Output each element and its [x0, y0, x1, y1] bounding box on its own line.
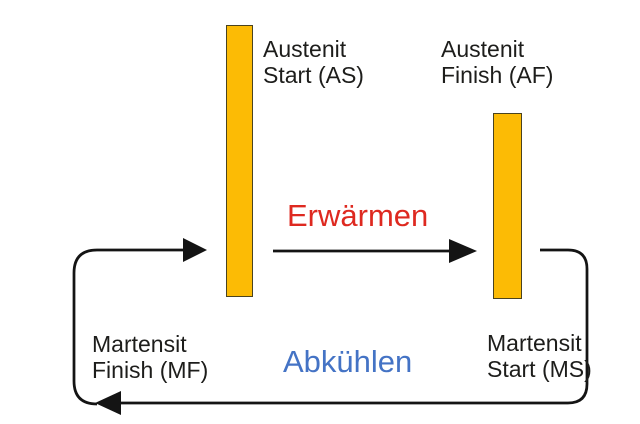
heating-label: Erwärmen: [287, 198, 429, 233]
cooling-cycle-line: [120, 248, 589, 405]
austenite-finish-label-line1: Austenit: [441, 36, 525, 62]
cooling-label: Abkühlen: [283, 344, 413, 379]
martensite-start-label-line1: Martensit: [487, 330, 582, 356]
cooling-arrowhead-left-icon: [95, 391, 121, 415]
martensite-start-bar: [493, 113, 522, 299]
austenite-finish-label: Austenit Finish (AF): [441, 36, 553, 88]
arrowhead-right-icon: [183, 238, 207, 262]
martensite-finish-label-line1: Martensit: [92, 331, 187, 357]
austenite-finish-label-line2: Finish (AF): [441, 62, 554, 88]
heating-cycle-line: [72, 248, 184, 406]
martensite-finish-label: Martensit Finish (MF): [92, 331, 208, 383]
martensite-start-label-line2: Start (MS): [487, 356, 592, 382]
austenite-start-bar: [226, 25, 253, 297]
martensite-finish-label-line2: Finish (MF): [92, 357, 209, 383]
austenite-start-label-line2: Start (AS): [263, 62, 364, 88]
martensite-start-label: Martensit Start (MS): [487, 330, 592, 382]
austenite-start-label-line1: Austenit: [263, 36, 347, 62]
heating-arrowhead-right-icon: [449, 239, 477, 263]
austenite-start-label: Austenit Start (AS): [263, 36, 364, 88]
